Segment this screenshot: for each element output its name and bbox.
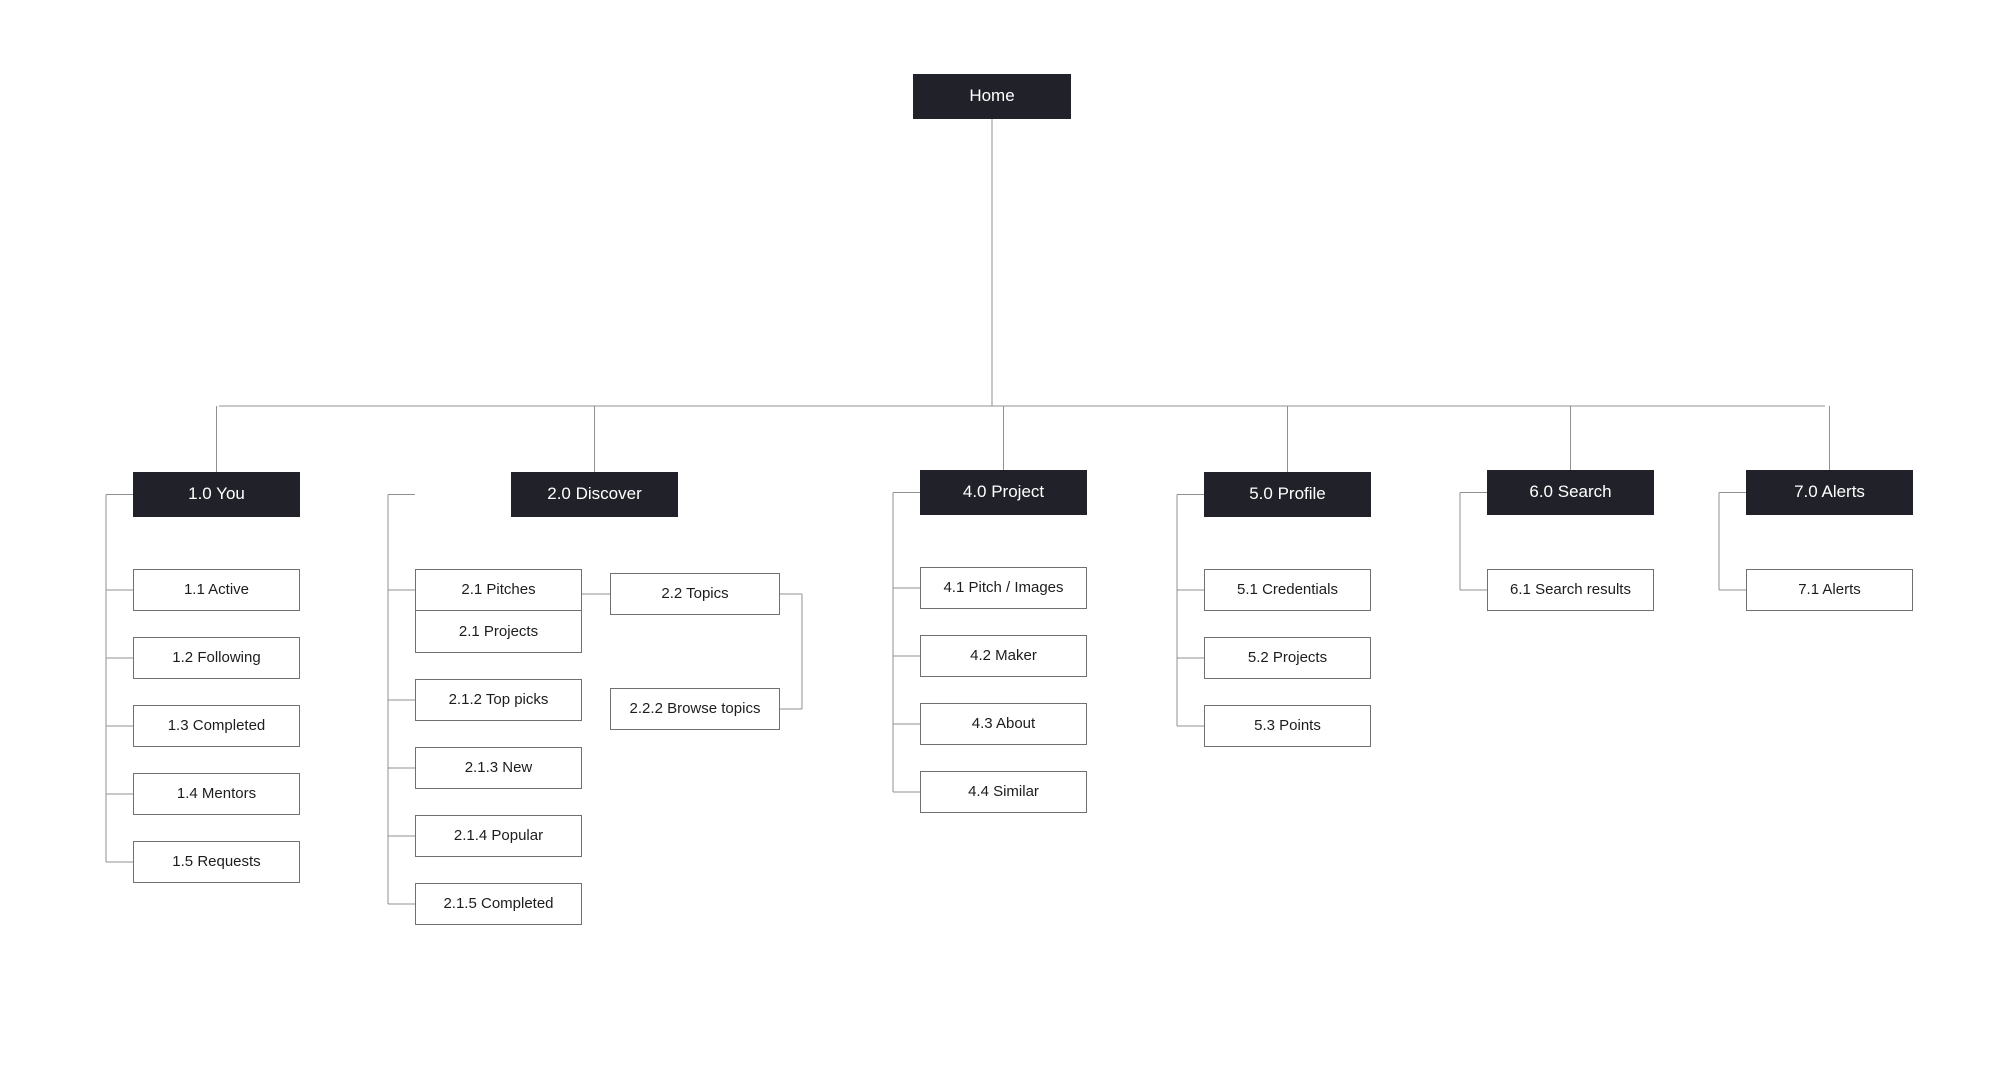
node-2-1-4-popular[interactable]: 2.1.4 Popular [415, 815, 582, 857]
node-2-1-pitches-label: 2.1 Pitches [461, 581, 536, 598]
node-2-1-4-popular-label: 2.1.4 Popular [453, 827, 544, 844]
node-5-2-projects[interactable]: 5.2 Projects [1204, 637, 1371, 679]
node-6-0-search-label: 6.0 Search [1529, 482, 1612, 502]
node-4-2-maker[interactable]: 4.2 Maker [920, 635, 1087, 677]
node-1-3-completed-label: 1.3 Completed [167, 717, 266, 734]
node-4-0-project[interactable]: 4.0 Project [920, 470, 1087, 515]
node-2-2-topics-label: 2.2 Topics [661, 585, 729, 602]
node-4-3-about-label: 4.3 About [971, 715, 1036, 732]
node-7-1-alerts-label: 7.1 Alerts [1798, 581, 1861, 598]
node-4-2-maker-label: 4.2 Maker [970, 647, 1037, 664]
node-6-1-search-results-label: 6.1 Search results [1510, 581, 1631, 598]
node-5-1-credentials-label: 5.1 Credentials [1237, 581, 1338, 598]
node-7-0-alerts[interactable]: 7.0 Alerts [1746, 470, 1913, 515]
node-home[interactable]: Home [913, 74, 1071, 119]
node-2-0-discover-label: 2.0 Discover [547, 484, 642, 504]
node-2-1-2-top-picks[interactable]: 2.1.2 Top picks [415, 679, 582, 721]
node-1-1-active-label: 1.1 Active [183, 581, 250, 598]
node-1-2-following[interactable]: 1.2 Following [133, 637, 300, 679]
node-4-0-project-label: 4.0 Project [962, 482, 1045, 502]
node-1-4-mentors-label: 1.4 Mentors [176, 785, 257, 802]
node-1-5-requests[interactable]: 1.5 Requests [133, 841, 300, 883]
node-7-1-alerts[interactable]: 7.1 Alerts [1746, 569, 1913, 611]
node-2-1-3-new[interactable]: 2.1.3 New [415, 747, 582, 789]
node-1-2-following-label: 1.2 Following [172, 649, 261, 666]
node-2-1-5-completed-label: 2.1.5 Completed [443, 895, 554, 912]
node-1-4-mentors[interactable]: 1.4 Mentors [133, 773, 300, 815]
node-2-0-discover[interactable]: 2.0 Discover [511, 472, 678, 517]
node-2-1-5-completed[interactable]: 2.1.5 Completed [415, 883, 582, 925]
node-2-1-pitches[interactable]: 2.1 Pitches [415, 569, 582, 611]
node-5-1-credentials[interactable]: 5.1 Credentials [1204, 569, 1371, 611]
node-1-5-requests-label: 1.5 Requests [172, 853, 261, 870]
node-home-label: Home [969, 86, 1015, 106]
node-1-1-active[interactable]: 1.1 Active [133, 569, 300, 611]
node-1-3-completed[interactable]: 1.3 Completed [133, 705, 300, 747]
node-1-0-you[interactable]: 1.0 You [133, 472, 300, 517]
node-5-0-profile[interactable]: 5.0 Profile [1204, 472, 1371, 517]
node-5-3-points[interactable]: 5.3 Points [1204, 705, 1371, 747]
node-4-4-similar-label: 4.4 Similar [968, 783, 1039, 800]
node-7-0-alerts-label: 7.0 Alerts [1794, 482, 1865, 502]
node-5-2-projects-label: 5.2 Projects [1247, 649, 1328, 666]
node-2-1-projects[interactable]: 2.1 Projects [415, 611, 582, 653]
node-6-0-search[interactable]: 6.0 Search [1487, 470, 1654, 515]
node-5-0-profile-label: 5.0 Profile [1249, 484, 1326, 504]
node-4-4-similar[interactable]: 4.4 Similar [920, 771, 1087, 813]
node-2-2-2-browse-topics[interactable]: 2.2.2 Browse topics [610, 688, 780, 730]
node-4-1-pitch-images-label: 4.1 Pitch / Images [943, 579, 1064, 596]
node-2-1-3-new-label: 2.1.3 New [464, 759, 533, 776]
node-2-2-2-browse-topics-label: 2.2.2 Browse topics [629, 700, 761, 717]
node-5-3-points-label: 5.3 Points [1254, 717, 1321, 734]
node-4-1-pitch-images[interactable]: 4.1 Pitch / Images [920, 567, 1087, 609]
node-1-0-you-label: 1.0 You [188, 484, 245, 504]
node-2-1-2-top-picks-label: 2.1.2 Top picks [448, 691, 549, 708]
node-2-1-projects-label: 2.1 Projects [458, 622, 539, 640]
node-6-1-search-results[interactable]: 6.1 Search results [1487, 569, 1654, 611]
node-4-3-about[interactable]: 4.3 About [920, 703, 1087, 745]
node-2-2-topics[interactable]: 2.2 Topics [610, 573, 780, 615]
